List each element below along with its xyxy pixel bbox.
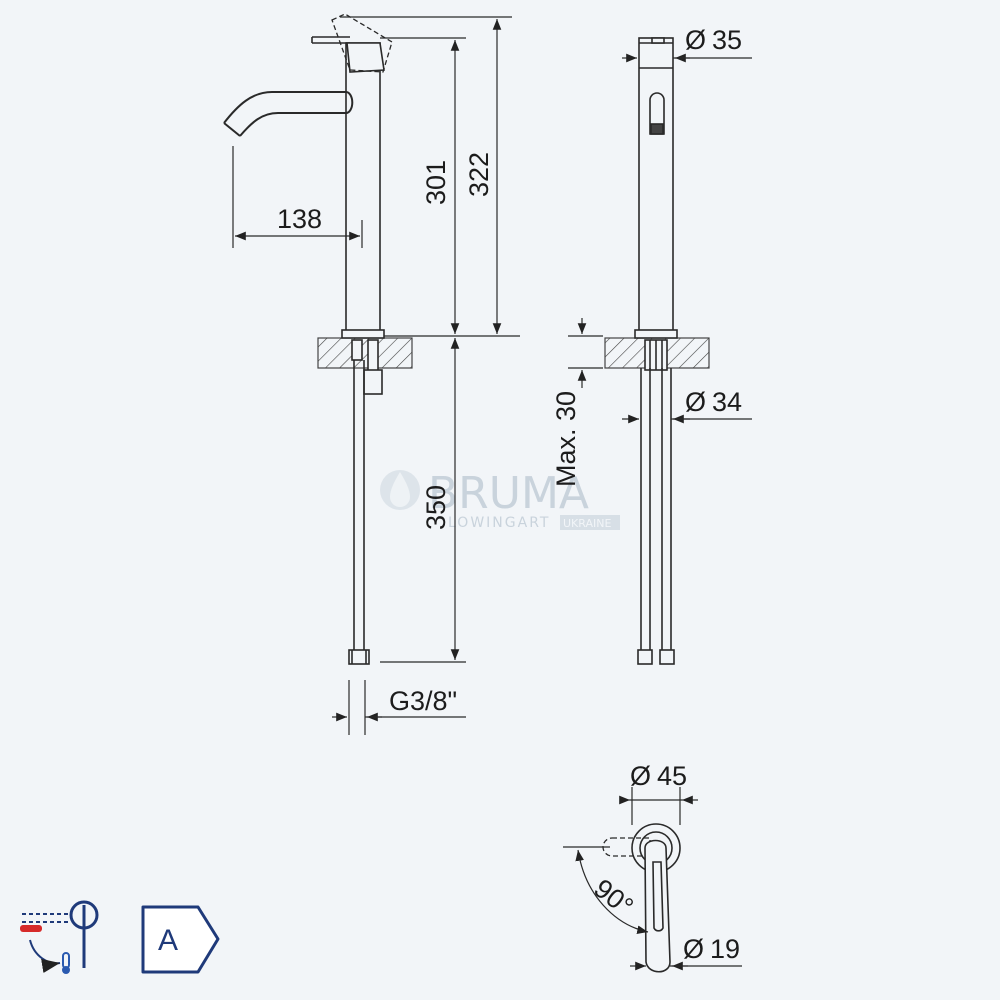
energy-class-badge-icon: A [141, 905, 220, 974]
dim-rotation-angle: 90° [588, 873, 639, 922]
dim-total-height: 322 [464, 152, 494, 197]
lever-handle [346, 42, 385, 73]
diameter-symbol: Ø [685, 25, 706, 55]
dim-spout-reach: 138 [277, 204, 322, 234]
dim-body-height: 301 [421, 160, 451, 205]
dim-top-diameter: Ø 35 [685, 25, 742, 55]
side-view-dimensions [232, 16, 520, 735]
counter-section-left [317, 337, 413, 369]
front-view-dimensions [568, 53, 752, 424]
watermark: BRUMA LOWINGART UKRAINE [380, 468, 620, 531]
svg-text:34: 34 [712, 387, 742, 417]
svg-text:19: 19 [710, 934, 740, 964]
watermark-sub2: UKRAINE [563, 517, 611, 530]
svg-text:45: 45 [657, 761, 687, 791]
diameter-symbol: Ø [683, 934, 704, 964]
diameter-symbol: Ø [685, 387, 706, 417]
diameter-symbol: Ø [630, 761, 651, 791]
energy-class-label: A [158, 924, 178, 957]
dim-hose-length: 350 [421, 485, 451, 530]
faucet-body-front [638, 37, 674, 334]
front-view [604, 37, 710, 665]
svg-text:35: 35 [712, 25, 742, 55]
watermark-sub: LOWINGART [448, 515, 550, 531]
dim-max-thickness: Max. 30 [551, 391, 581, 487]
faucet-body-side [345, 42, 381, 334]
side-view [223, 13, 413, 665]
dim-connection: G3/8" [389, 686, 457, 716]
dim-base-small-diameter: Ø 19 [683, 934, 740, 964]
dim-base-diameter: Ø 34 [685, 387, 742, 417]
dim-handle-diameter: Ø 45 [630, 761, 687, 791]
top-view-dimensions [563, 787, 742, 971]
mixer-temperature-icon [20, 900, 99, 974]
